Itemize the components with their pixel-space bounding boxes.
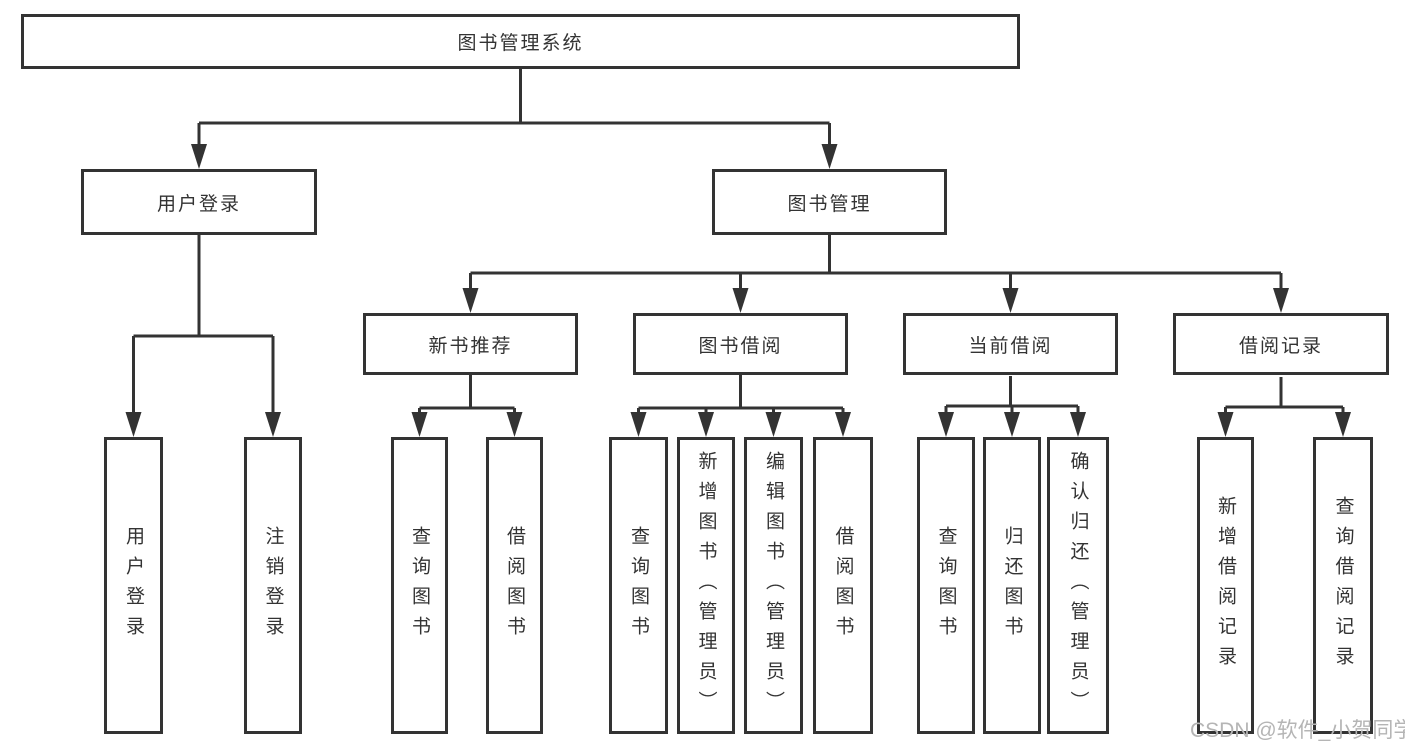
node-borrow-records: 借阅记录 <box>1173 313 1389 375</box>
watermark: CSDN @软件_小贺同学 <box>1190 719 1405 742</box>
leaf-label: 借阅图书 <box>504 525 525 646</box>
node-root-library-system: 图书管理系统 <box>21 14 1020 69</box>
leaf-borrow-book: 借阅图书 <box>813 437 873 734</box>
node-label: 图书管理 <box>787 193 872 215</box>
node-label: 图书借阅 <box>698 335 783 357</box>
node-label: 图书管理系统 <box>457 33 584 54</box>
leaf-return-book: 归还图书 <box>983 437 1041 734</box>
node-book-management: 图书管理 <box>712 169 947 235</box>
leaf-label: 借阅图书 <box>832 525 854 646</box>
node-current-borrow: 当前借阅 <box>903 313 1118 375</box>
node-label: 用户登录 <box>156 193 241 215</box>
leaf-label: 查询图书 <box>409 525 430 646</box>
leaf-label: 注销登录 <box>262 525 284 646</box>
leaf-query-borrow-record: 查询借阅记录 <box>1313 437 1373 734</box>
leaf-query-book-recommend: 查询图书 <box>391 437 448 734</box>
leaf-logout: 注销登录 <box>244 437 302 734</box>
leaf-borrow-book-recommend: 借阅图书 <box>486 437 543 734</box>
leaf-label: 新增借阅记录 <box>1215 495 1236 676</box>
leaf-label: 确认归还（管理员） <box>1067 450 1089 721</box>
leaf-query-book-current: 查询图书 <box>917 437 975 734</box>
node-label: 当前借阅 <box>968 335 1053 357</box>
leaf-label: 查询图书 <box>935 525 957 646</box>
node-user-login: 用户登录 <box>81 169 317 235</box>
leaf-add-borrow-record: 新增借阅记录 <box>1197 437 1254 734</box>
node-label: 新书推荐 <box>428 335 513 357</box>
leaf-label: 新增图书（管理员） <box>695 450 717 721</box>
leaf-confirm-return-admin: 确认归还（管理员） <box>1047 437 1109 734</box>
leaf-label: 查询图书 <box>628 525 649 646</box>
leaf-add-book-admin: 新增图书（管理员） <box>677 437 735 734</box>
leaf-label: 编辑图书（管理员） <box>763 450 784 721</box>
leaf-edit-book-admin: 编辑图书（管理员） <box>744 437 803 734</box>
node-new-book-recommend: 新书推荐 <box>363 313 578 375</box>
leaf-query-book-borrow: 查询图书 <box>609 437 668 734</box>
node-book-borrow: 图书借阅 <box>633 313 848 375</box>
leaf-user-login: 用户登录 <box>104 437 163 734</box>
leaf-label: 归还图书 <box>1001 525 1023 646</box>
leaf-label: 查询借阅记录 <box>1332 495 1354 676</box>
node-label: 借阅记录 <box>1238 335 1323 357</box>
leaf-label: 用户登录 <box>123 525 144 646</box>
